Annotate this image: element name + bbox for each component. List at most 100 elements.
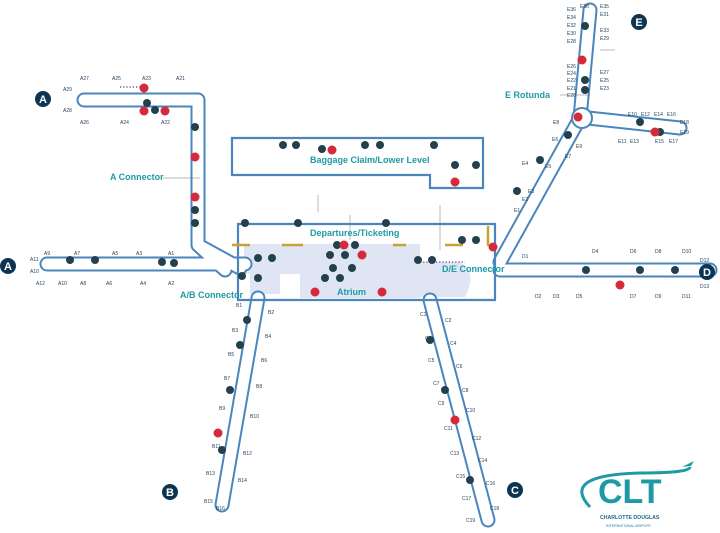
gate-label: A2 (168, 281, 174, 287)
gate-label: E16 (667, 112, 676, 118)
baggage-claim-outline (230, 136, 485, 190)
badge-letter: D (703, 267, 711, 279)
gate-label: A24 (120, 120, 129, 126)
amenity-icon (91, 256, 99, 264)
gate-label: C9 (438, 401, 445, 407)
de-lounge-zone (405, 262, 471, 297)
amenity-icon (536, 156, 544, 164)
badge-letter: A (39, 94, 47, 106)
amenity-icon (218, 446, 226, 454)
gate-label: E17 (669, 139, 678, 145)
gate-label: A12 (36, 281, 45, 287)
restroom-icon (190, 192, 200, 202)
gate-label: A28 (63, 108, 72, 114)
restroom-icon (327, 145, 337, 155)
amenity-icon (191, 123, 199, 131)
gate-label: D1 (522, 254, 529, 260)
amenity-icons (66, 22, 679, 484)
amenity-icon (428, 256, 436, 264)
gate-label: E2 (522, 197, 528, 203)
clt-logo: CLT CHARLOTTE DOUGLAS INTERNATIONAL AIRP… (580, 461, 694, 528)
gate-label: A22 (161, 120, 170, 126)
restroom-icon (190, 152, 200, 162)
gate-label: C7 (433, 381, 440, 387)
gate-label: D12 (700, 258, 709, 264)
logo-line-1: CHARLOTTE DOUGLAS (600, 515, 660, 521)
gate-label: E24 (567, 71, 576, 77)
amenity-icon (333, 241, 341, 249)
gate-label: C2 (445, 318, 452, 324)
gate-label: E30 (567, 31, 576, 37)
amenity-icon (336, 274, 344, 282)
gate-label: C13 (450, 451, 459, 457)
leader-lines (163, 49, 615, 250)
restroom-icon (650, 127, 660, 137)
amenity-icon (430, 141, 438, 149)
gate-label: A5 (112, 251, 118, 257)
gates-e: E1 E2 E3 E4 E5 E6 E7 E8 E9 E10 E11 E12 E… (514, 4, 689, 214)
amenity-icon (472, 161, 480, 169)
amenity-icon (292, 141, 300, 149)
restroom-icons (139, 55, 660, 438)
amenity-icon (254, 254, 262, 262)
gate-label: D9 (655, 294, 662, 300)
amenity-icon (513, 187, 521, 195)
gate-label: C14 (478, 458, 487, 464)
amenity-icon (376, 141, 384, 149)
gate-label: A21 (176, 76, 185, 82)
gate-label: D11 (682, 294, 691, 300)
concourse-d-badge: D (699, 264, 715, 280)
gate-label: E34 (567, 15, 576, 21)
gate-label: D2 (535, 294, 542, 300)
badge-letter: B (166, 487, 174, 499)
gate-label: E32 (567, 23, 576, 29)
gate-label: E7 (565, 154, 571, 160)
amenity-icon (321, 274, 329, 282)
badge-letter: C (511, 485, 519, 497)
gate-label: A9 (44, 251, 50, 257)
gate-label: A4 (140, 281, 146, 287)
amenity-icon (582, 266, 590, 274)
gate-label: E21 (567, 86, 576, 92)
gate-label: A7 (74, 251, 80, 257)
gate-label: E31 (600, 12, 609, 18)
gate-label: A27 (80, 76, 89, 82)
departures-hall-outline (236, 222, 497, 302)
restroom-icon (577, 55, 587, 65)
gate-label: E38 (580, 4, 589, 10)
gate-label: E19 (680, 130, 689, 136)
gates-c: C1 C2 C3 C4 C5 C6 C7 C8 C9 C10 C11 C12 C… (420, 312, 499, 524)
concourse-a-badge-north: A (35, 91, 51, 107)
gate-label: C6 (456, 364, 463, 370)
gate-label: C4 (450, 341, 457, 347)
gate-label: B2 (268, 310, 274, 316)
amenity-icon (241, 219, 249, 227)
gate-label: B8 (256, 384, 262, 390)
gate-label: B11 (212, 444, 221, 450)
gate-label: B5 (228, 352, 234, 358)
gate-label: E1 (514, 208, 520, 214)
gate-label: D7 (630, 294, 637, 300)
amenity-icon (294, 219, 302, 227)
gates-b: B1 B2 B3 B4 B5 B6 B7 B8 B9 B10 B11 B12 B… (204, 303, 274, 512)
restroom-icon (213, 428, 223, 438)
badge-letter: E (635, 17, 642, 29)
concourse-c-badge: C (507, 482, 523, 498)
gate-label: D10 (682, 249, 691, 255)
gate-label: E13 (630, 139, 639, 145)
gate-label: E35 (600, 4, 609, 10)
badge-letter: A (4, 261, 12, 273)
gate-label: C5 (428, 358, 435, 364)
restroom-icon (615, 280, 625, 290)
amenity-icon (636, 118, 644, 126)
gate-label: C11 (444, 426, 453, 432)
concourse-e-badge: E (631, 14, 647, 30)
gate-label: C10 (466, 408, 475, 414)
gate-label: C17 (462, 496, 471, 502)
gate-label: E36 (567, 7, 576, 13)
restroom-icon (139, 106, 149, 116)
amenity-icon (671, 266, 679, 274)
amenity-icon (564, 131, 572, 139)
gate-label: E25 (600, 78, 609, 84)
restroom-icon (450, 415, 460, 425)
